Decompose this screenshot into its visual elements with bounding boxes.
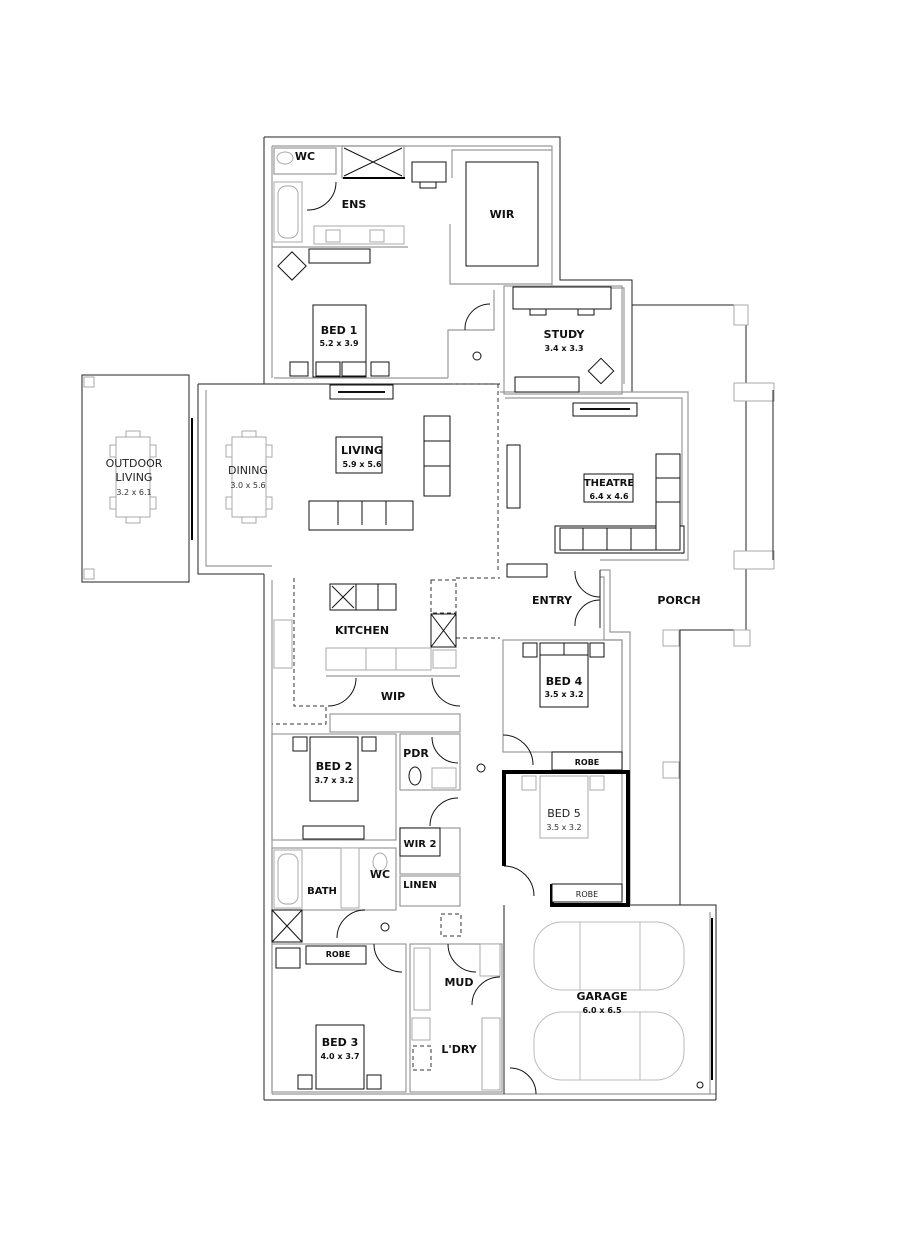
- room-label-bed2: BED 2: [316, 760, 353, 773]
- room-label-robe4: ROBE: [575, 758, 600, 767]
- room-label-ldry: L'DRY: [441, 1043, 477, 1056]
- room-dims-garage: 6.0 x 6.5: [582, 1006, 622, 1015]
- mud-laundry: [409, 943, 503, 1093]
- room-dims-bed5: 3.5 x 3.2: [546, 823, 581, 832]
- room-label-linen: LINEN: [403, 880, 437, 891]
- bed3: [271, 943, 407, 1093]
- room-label-pdr: PDR: [403, 747, 429, 760]
- room-label-bed4: BED 4: [546, 675, 583, 688]
- outdoor-living-area: [81, 374, 193, 583]
- room-label-wc-ens: WC: [295, 150, 315, 163]
- room-label-bed3: BED 3: [322, 1036, 359, 1049]
- room-label-bed5: BED 5: [547, 807, 580, 820]
- wir2-linen: [399, 797, 462, 937]
- bed2: [271, 733, 397, 841]
- room-label-wir: WIR: [490, 208, 515, 221]
- room-dims-bed2: 3.7 x 3.2: [314, 776, 353, 785]
- ensuite: [272, 145, 447, 248]
- room-dims-bed1: 5.2 x 3.9: [319, 339, 359, 348]
- room-label-dining: DINING: [228, 464, 268, 477]
- room-label-living: LIVING: [341, 444, 383, 457]
- room-dims-outdoor: 3.2 x 6.1: [116, 488, 151, 497]
- room-label-theatre: THEATRE: [584, 478, 635, 489]
- study: [503, 285, 623, 395]
- room-dims-dining: 3.0 x 5.6: [230, 481, 265, 490]
- room-dims-study: 3.4 x 3.3: [544, 344, 583, 353]
- garage: [503, 905, 713, 1095]
- bed4: [502, 639, 623, 771]
- bath: [271, 847, 397, 943]
- room-label-kitchen: KITCHEN: [335, 624, 389, 637]
- room-dims-bed3: 4.0 x 3.7: [320, 1052, 359, 1061]
- room-label-garage: GARAGE: [576, 990, 627, 1003]
- room-label-wc2: WC: [370, 868, 390, 881]
- room-label-study: STUDY: [544, 328, 586, 341]
- room-label-outdoor-2: LIVING: [116, 471, 153, 484]
- room-label-ens: ENS: [342, 198, 367, 211]
- bed5: [502, 770, 630, 907]
- room-dims-bed4: 3.5 x 3.2: [544, 690, 583, 699]
- kitchen: [272, 578, 457, 725]
- room-label-outdoor: OUTDOOR: [106, 457, 163, 470]
- room-label-wip: WIP: [381, 690, 405, 703]
- room-label-bath: BATH: [307, 886, 337, 897]
- entry-porch: [456, 304, 775, 905]
- living-dining: [225, 383, 500, 570]
- room-label-entry: ENTRY: [532, 594, 573, 607]
- room-label-robe3: ROBE: [326, 950, 351, 959]
- room-label-robe5: ROBE: [576, 890, 598, 899]
- room-label-mud: MUD: [444, 976, 473, 989]
- room-label-bed1: BED 1: [321, 324, 358, 337]
- theatre: [506, 402, 685, 554]
- bed1: [274, 248, 495, 379]
- wir: [449, 149, 552, 285]
- room-dims-theatre: 6.4 x 4.6: [589, 492, 629, 501]
- wip: [326, 675, 461, 733]
- pdr: [399, 733, 486, 791]
- room-label-wir2: WIR 2: [404, 839, 437, 850]
- room-dims-living: 5.9 x 5.6: [342, 460, 382, 469]
- room-label-porch: PORCH: [657, 594, 700, 607]
